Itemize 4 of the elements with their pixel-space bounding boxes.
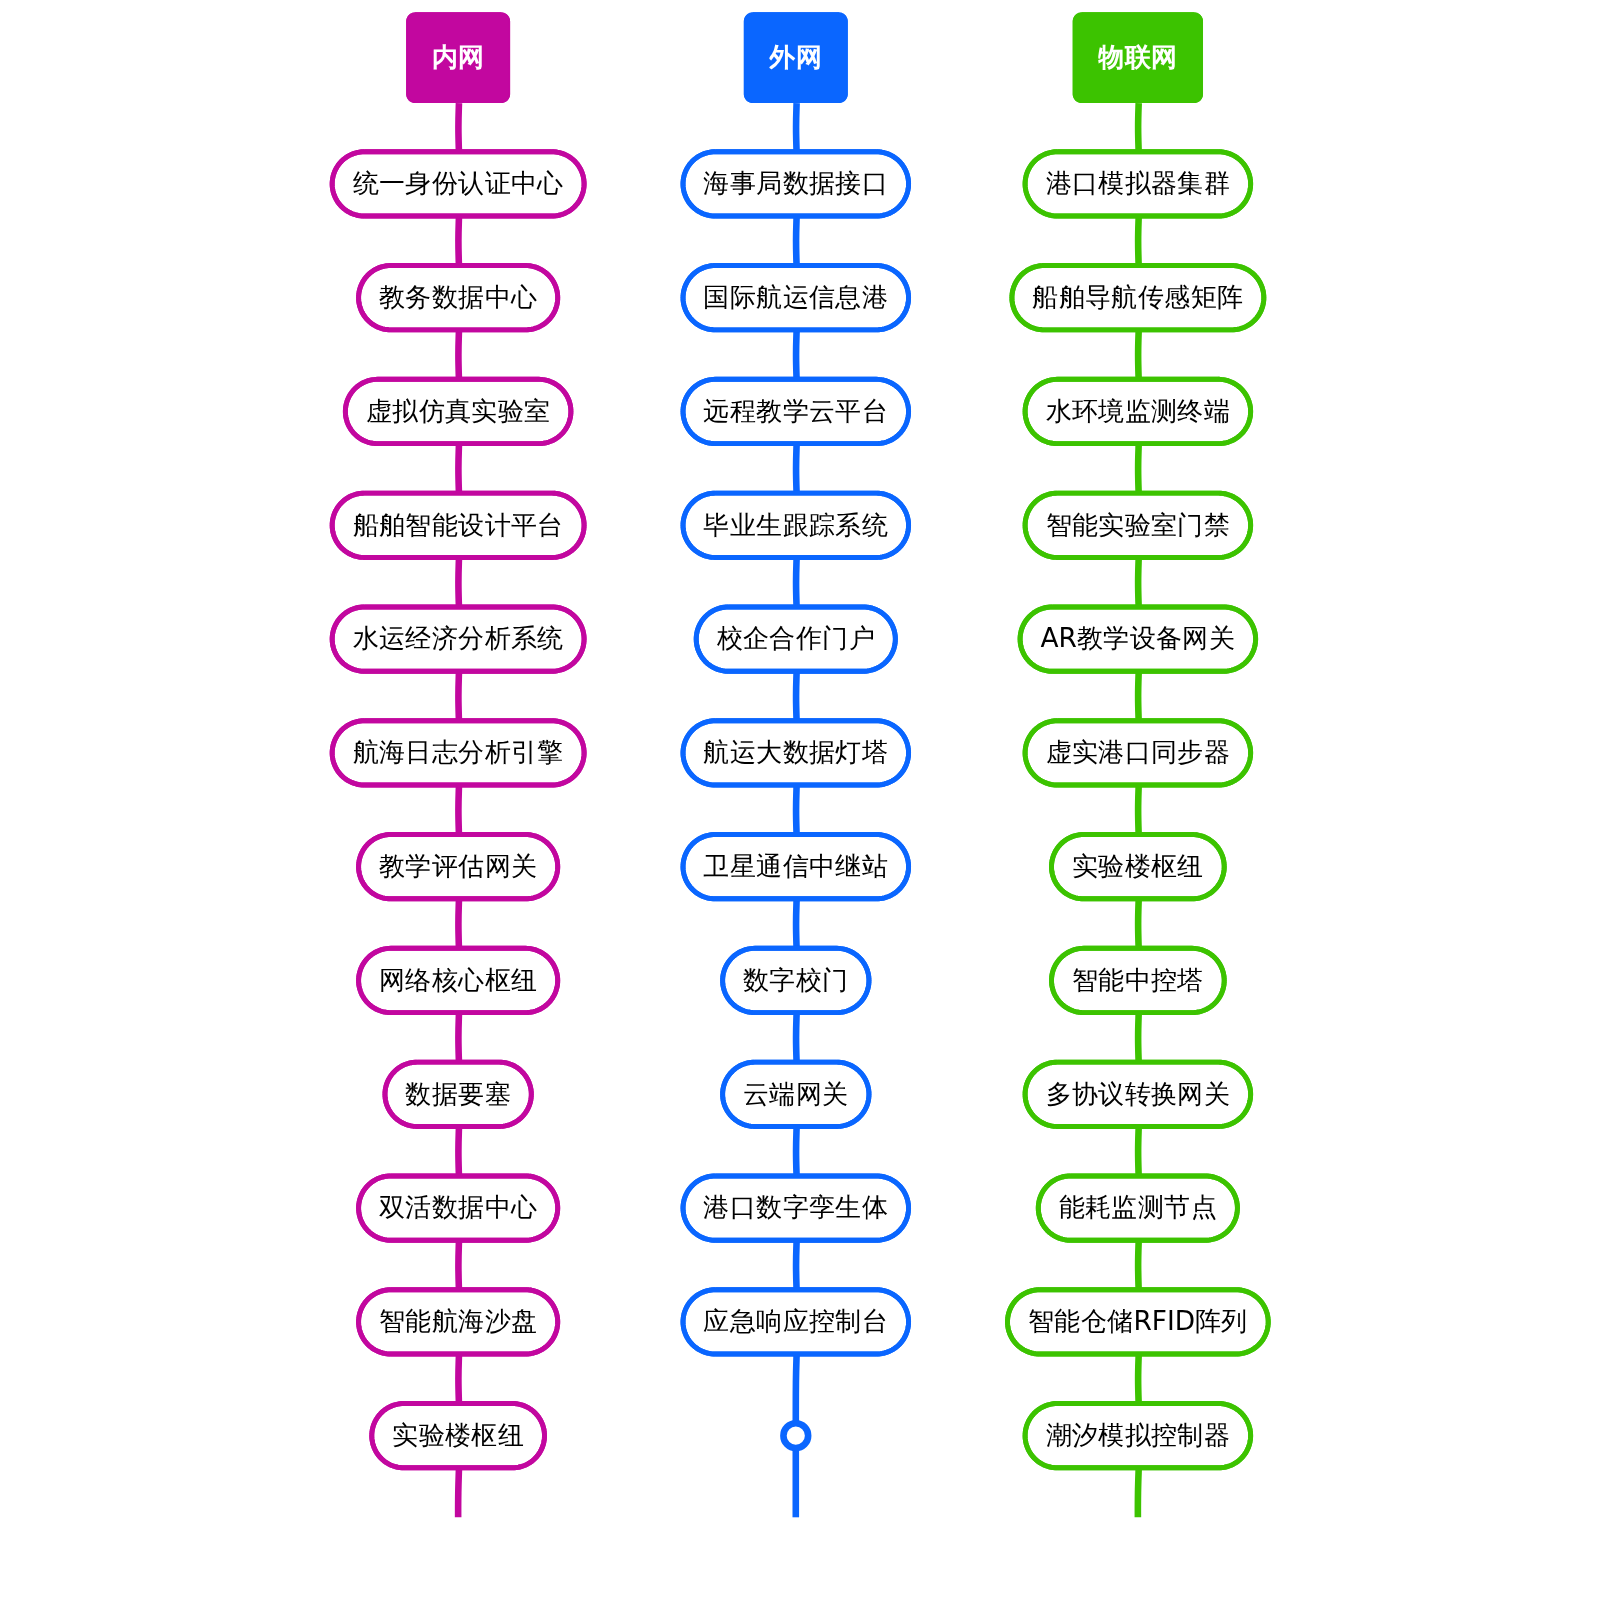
connector xyxy=(454,1468,463,1518)
connector xyxy=(792,1448,799,1518)
node-circle xyxy=(779,1420,812,1452)
connector xyxy=(1134,1468,1142,1518)
